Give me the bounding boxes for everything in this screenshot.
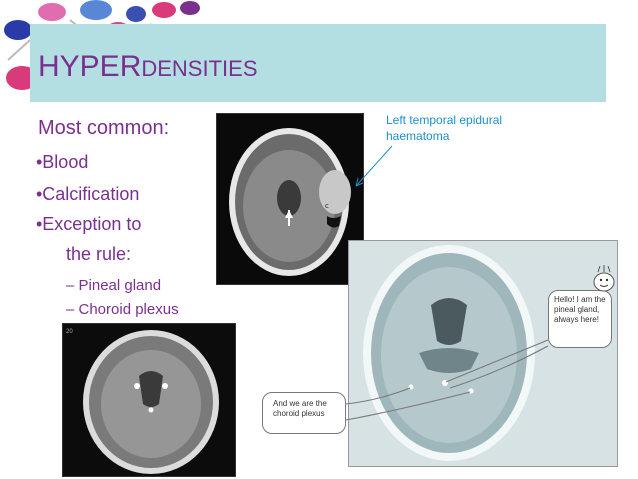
brain-scan-image: c — [229, 128, 351, 276]
bullet-exception: •Exception to — [36, 214, 142, 234]
choroid-speech-bubble: And we are the choroid plexus — [262, 392, 346, 434]
brain-scan-image — [363, 245, 535, 461]
brain-scan-image: 20 — [66, 329, 219, 474]
annotation-arrow — [355, 145, 393, 187]
title-bar — [30, 24, 606, 102]
ct-scan-pineal-choroid — [348, 240, 618, 467]
title-small: densities — [141, 56, 258, 81]
sub-bullet-choroid: – Choroid plexus — [66, 301, 179, 318]
scan-corner-mark: 20 — [66, 329, 73, 335]
pineal-cartoon-icon — [593, 265, 615, 292]
ct-scan-hematoma: c — [216, 113, 364, 285]
pineal-speech-bubble: Hello! I am the pineal gland, always her… — [548, 290, 612, 348]
sub-bullet-pineal: – Pineal gland — [66, 277, 162, 294]
bullet-heading: Most common: — [38, 117, 170, 139]
ct-scan-calcification: 20 — [62, 323, 236, 477]
hematoma-label: Left temporal epidural haematoma — [386, 113, 503, 143]
bullet-calcification: •Calcification — [36, 184, 140, 204]
title-main: HYPER — [38, 50, 142, 83]
slide-title: HYPERdensities — [38, 50, 258, 84]
bullet-exception-cont: the rule: — [66, 244, 132, 264]
svg-text:c: c — [325, 202, 329, 210]
bullet-blood: •Blood — [36, 152, 89, 172]
